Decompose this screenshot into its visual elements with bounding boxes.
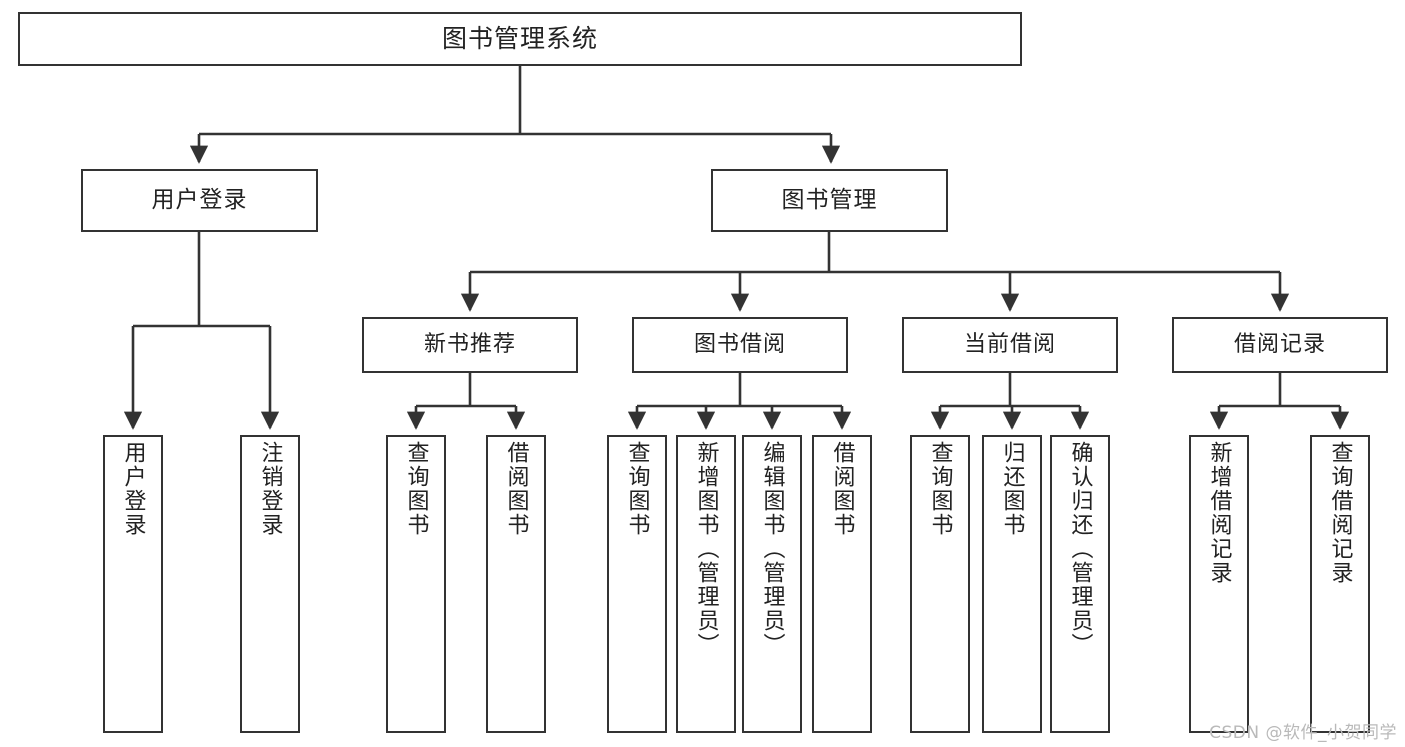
node-leaf-add-book[interactable]: 新增图书（管理员）: [676, 435, 736, 733]
node-leaf-borrow-book-1-label: 借阅图书: [503, 441, 529, 537]
node-leaf-borrow-book-2-label: 借阅图书: [829, 441, 855, 537]
node-leaf-borrow-book-2[interactable]: 借阅图书: [812, 435, 872, 733]
node-leaf-query-book-1-label: 查询图书: [403, 441, 429, 537]
node-leaf-query-book-1[interactable]: 查询图书: [386, 435, 446, 733]
node-new-book-rec[interactable]: 新书推荐: [362, 317, 578, 373]
node-borrow-record[interactable]: 借阅记录: [1172, 317, 1388, 373]
node-current-borrow[interactable]: 当前借阅: [902, 317, 1118, 373]
node-leaf-add-record[interactable]: 新增借阅记录: [1189, 435, 1249, 733]
node-leaf-confirm-return-label: 确认归还（管理员）: [1067, 441, 1093, 657]
node-leaf-add-book-label: 新增图书（管理员）: [693, 441, 719, 657]
node-leaf-query-record[interactable]: 查询借阅记录: [1310, 435, 1370, 733]
node-leaf-add-record-label: 新增借阅记录: [1206, 441, 1232, 585]
node-current-borrow-label: 当前借阅: [963, 332, 1056, 358]
node-user-login-label: 用户登录: [151, 187, 248, 214]
node-book-borrow[interactable]: 图书借阅: [632, 317, 848, 373]
node-leaf-edit-book-label: 编辑图书（管理员）: [759, 441, 785, 657]
node-leaf-return-book[interactable]: 归还图书: [982, 435, 1042, 733]
node-root[interactable]: 图书管理系统: [18, 12, 1022, 66]
node-book-manage-label: 图书管理: [781, 187, 878, 214]
node-leaf-borrow-book-1[interactable]: 借阅图书: [486, 435, 546, 733]
node-user-login[interactable]: 用户登录: [81, 169, 318, 232]
node-leaf-query-book-2-label: 查询图书: [624, 441, 650, 537]
node-leaf-user-logout[interactable]: 注销登录: [240, 435, 300, 733]
node-leaf-user-logout-label: 注销登录: [257, 441, 283, 537]
node-leaf-query-book-2[interactable]: 查询图书: [607, 435, 667, 733]
node-leaf-user-login-label: 用户登录: [120, 441, 146, 537]
node-new-book-rec-label: 新书推荐: [423, 332, 516, 358]
node-leaf-edit-book[interactable]: 编辑图书（管理员）: [742, 435, 802, 733]
node-leaf-query-book-3-label: 查询图书: [927, 441, 953, 537]
node-book-borrow-label: 图书借阅: [693, 332, 786, 358]
node-leaf-user-login[interactable]: 用户登录: [103, 435, 163, 733]
node-leaf-return-book-label: 归还图书: [999, 441, 1025, 537]
node-root-label: 图书管理系统: [441, 23, 598, 53]
node-leaf-query-record-label: 查询借阅记录: [1327, 441, 1353, 585]
node-book-manage[interactable]: 图书管理: [711, 169, 948, 232]
node-leaf-query-book-3[interactable]: 查询图书: [910, 435, 970, 733]
node-borrow-record-label: 借阅记录: [1233, 332, 1326, 358]
node-leaf-confirm-return[interactable]: 确认归还（管理员）: [1050, 435, 1110, 733]
